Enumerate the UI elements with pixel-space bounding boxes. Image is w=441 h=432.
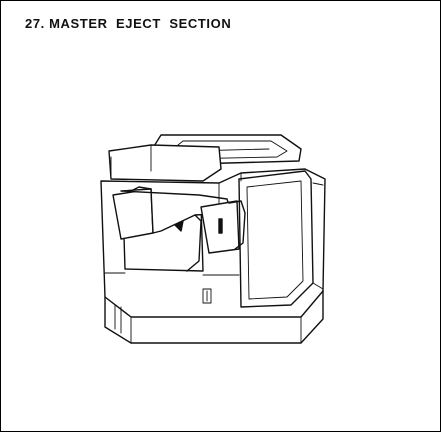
front-base-line [130,316,302,344]
eject-unit-right-bracket [228,200,246,250]
front-base [104,290,324,344]
left-upper-box-edge [110,144,152,180]
section-heading: 27. MASTER EJECT SECTION [25,16,231,31]
eject-unit-arm [130,186,202,272]
left-upper-box [108,144,222,182]
section-number: 27. [25,16,45,31]
body-seam [104,272,240,276]
rear-edge [218,172,242,204]
eject-unit-left [112,188,154,240]
right-edge [312,182,324,290]
right-side-panel-inner [246,180,304,300]
eject-handle [218,218,223,234]
arrow-mark [174,220,184,232]
side-slot [202,288,212,304]
main-body [100,168,326,318]
base-vent [114,304,122,334]
section-title: MASTER EJECT SECTION [49,16,232,31]
machine-illustration [91,121,361,351]
machine-drawing [100,134,326,344]
